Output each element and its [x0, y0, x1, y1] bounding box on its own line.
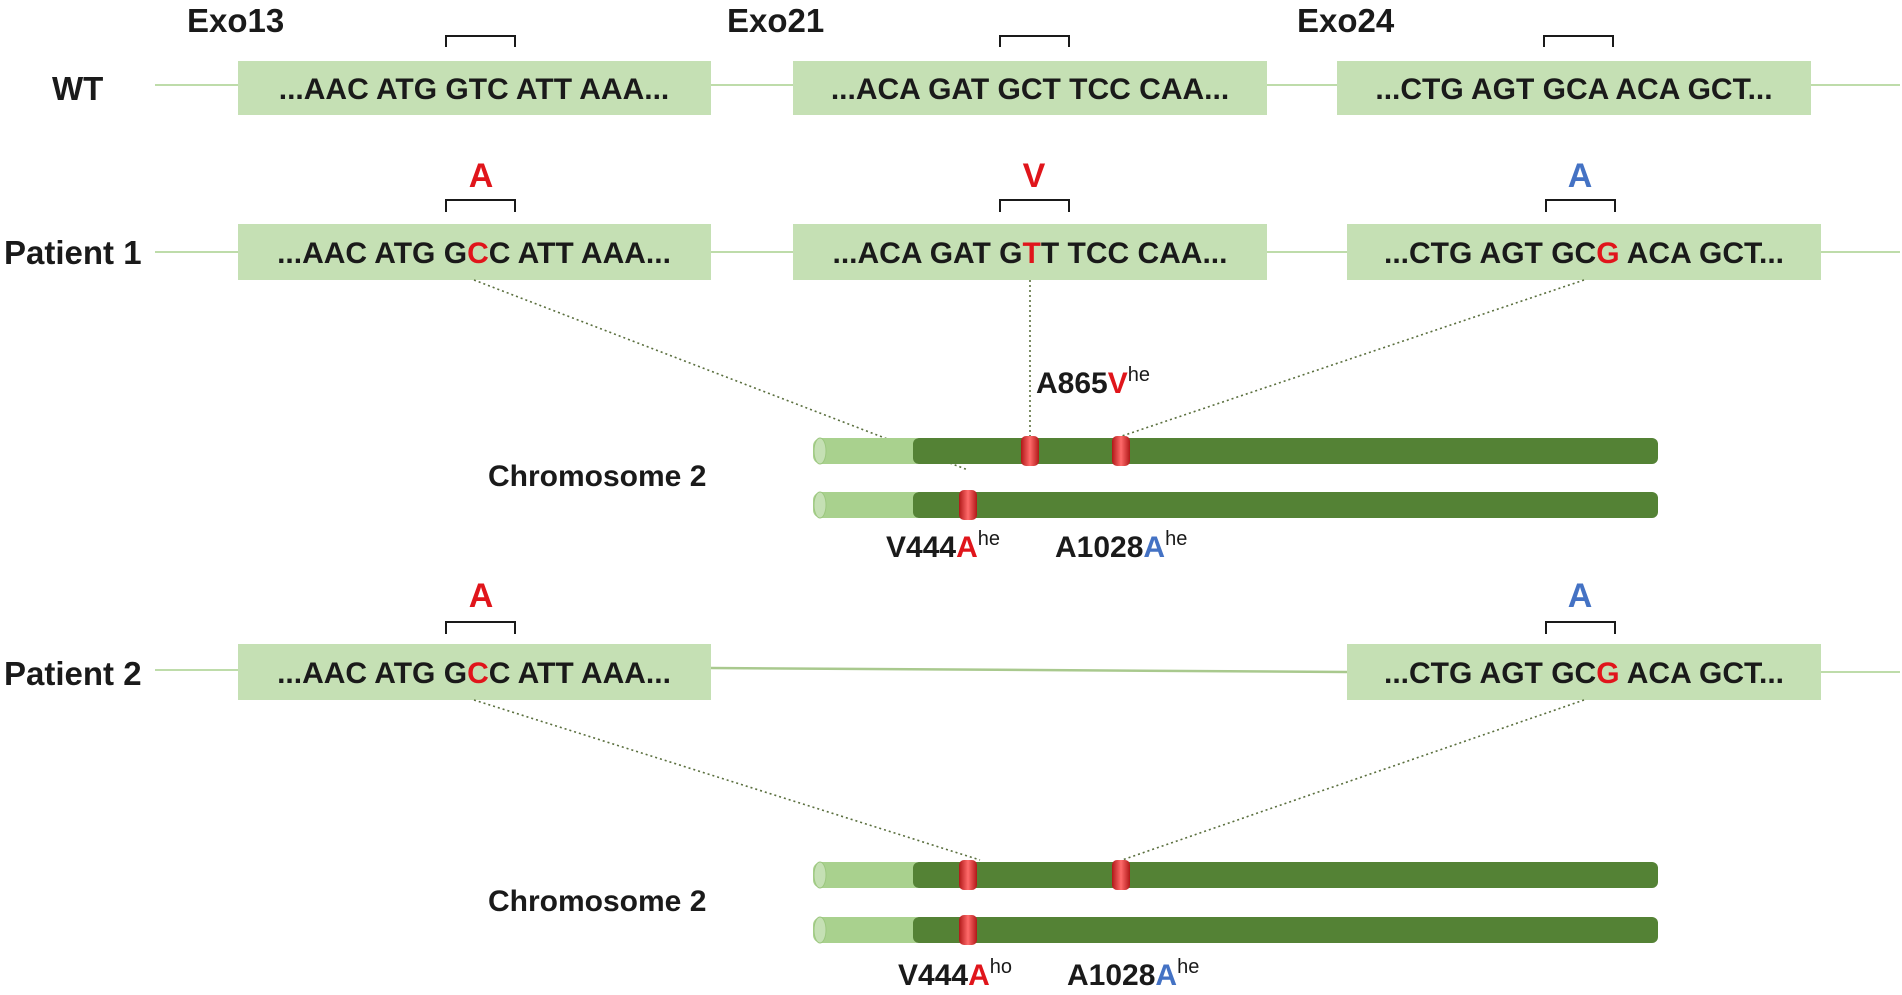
variant-base: A1028: [1067, 959, 1155, 992]
seq-pre: ...CTG AGT GC: [1384, 657, 1596, 690]
chromosome-segment-light: [813, 438, 923, 464]
exon-box-exo21: [793, 224, 1267, 280]
amino-acid-label: A: [469, 577, 494, 615]
deletion-line: [710, 666, 1348, 674]
zygosity: he: [1177, 956, 1199, 978]
exon-box-exo24: [1337, 61, 1811, 115]
seq-pre: ...AAC ATG G: [277, 657, 467, 690]
seq-post: ACA GCT...: [1620, 237, 1784, 270]
variant-base: V444: [898, 959, 968, 992]
mutated-base: T: [1023, 237, 1041, 270]
patient1-row: Patient 1 ...AAC ATG GCC ATT AAA... ...A…: [4, 157, 1900, 471]
chromosome-segment-light: [813, 862, 923, 888]
exon-label-exo24: Exo24: [1297, 2, 1395, 39]
wt-row: WT ...AAC ATG GTC ATT AAA... ...ACA GAT …: [52, 35, 1900, 115]
seq-pre: ...ACA GAT G: [833, 237, 1023, 270]
chromosome-end: [813, 491, 827, 519]
exon-label-exo13: Exo13: [187, 2, 284, 39]
variant-base: A865: [1036, 367, 1108, 400]
codon-bracket: [1545, 621, 1616, 634]
exon-box-exo21: [793, 61, 1267, 115]
variant-marker: [959, 860, 977, 890]
chromosome-segment-dark: [913, 492, 1658, 518]
variant-label-v444a: V444Aho: [898, 956, 1012, 992]
sequence-wt-exo21: ...ACA GAT GCT TCC CAA...: [831, 73, 1229, 106]
exon-box-exo13: [238, 644, 711, 700]
chromosome-end: [813, 437, 827, 465]
sequence-patient1-exo13: ...AAC ATG GCC ATT AAA...: [277, 237, 671, 270]
zygosity: he: [978, 528, 1000, 550]
seq-post: T TCC CAA...: [1041, 237, 1228, 270]
codon-bracket: [445, 621, 516, 634]
variant-label-v444a: V444Ahe: [886, 528, 1000, 564]
mutated-base: C: [467, 657, 489, 690]
zygosity: he: [1128, 364, 1150, 386]
variant-marker: [1112, 860, 1130, 890]
variant-label-a1028a: A1028Ahe: [1055, 528, 1187, 564]
seq-post: ACA GCT...: [1620, 657, 1784, 690]
mapping-line: [1121, 699, 1585, 861]
variant-aa: A: [956, 531, 978, 564]
sequence-patient1-exo24: ...CTG AGT GCG ACA GCT...: [1384, 237, 1784, 270]
amino-acid-label: A: [469, 157, 494, 195]
chromosome-segment-dark: [913, 862, 1658, 888]
chromosome-label: Chromosome 2: [488, 460, 706, 493]
codon-bracket: [1543, 35, 1614, 47]
variant-marker: [959, 490, 977, 520]
variant-marker: [1021, 436, 1039, 466]
chromosome-segment-light: [813, 492, 923, 518]
variant-aa: A: [968, 959, 990, 992]
variant-aa: A: [1155, 959, 1177, 992]
patient2-row: Patient 2 ...AAC ATG GCC ATT AAA... ...C…: [4, 577, 1900, 861]
amino-acid-label: A: [1568, 577, 1593, 615]
sequence-patient2-exo13: ...AAC ATG GCC ATT AAA...: [277, 657, 671, 690]
sequence-wt-exo24: ...CTG AGT GCA ACA GCT...: [1375, 73, 1772, 106]
zygosity: he: [1165, 528, 1187, 550]
codon-bracket: [1545, 199, 1616, 212]
codon-bracket: [445, 35, 516, 47]
variant-base: A1028: [1055, 531, 1143, 564]
chromosome-end: [813, 861, 827, 889]
variant-aa: A: [1143, 531, 1165, 564]
patient1-chromosome: Chromosome 2 A865Vhe V444Ahe A1028Ahe: [488, 364, 1658, 564]
mutated-base: C: [467, 237, 489, 270]
sequence-patient2-exo24: ...CTG AGT GCG ACA GCT...: [1384, 657, 1784, 690]
chromosome-segment-dark: [913, 438, 1658, 464]
codon-bracket: [999, 199, 1070, 212]
amino-acid-label: A: [1568, 157, 1593, 195]
chromosome-label: Chromosome 2: [488, 885, 706, 918]
variant-label-a865v: A865Vhe: [1036, 364, 1150, 400]
zygosity: ho: [990, 956, 1012, 978]
variant-base: V444: [886, 531, 956, 564]
row-label-wt: WT: [52, 70, 103, 107]
sequence-patient1-exo21: ...ACA GAT GTT TCC CAA...: [833, 237, 1228, 270]
amino-acid-label: V: [1023, 157, 1046, 195]
exon-label-exo21: Exo21: [727, 2, 824, 39]
mutated-base: G: [1596, 237, 1619, 270]
variant-aa: V: [1108, 367, 1128, 400]
chromosome-end: [813, 916, 827, 944]
codon-bracket: [999, 35, 1070, 47]
variant-marker: [959, 915, 977, 945]
mapping-line: [1121, 279, 1585, 437]
exon-box-exo13: [238, 224, 711, 280]
chromosome-segment-dark: [913, 917, 1658, 943]
row-label-patient1: Patient 1: [4, 234, 142, 271]
exon-box-exo24: [1347, 644, 1821, 700]
seq-post: C ATT AAA...: [489, 657, 671, 690]
mapping-line: [473, 699, 981, 861]
exon-box-exo24: [1347, 224, 1821, 280]
sequence-wt-exo13: ...AAC ATG GTC ATT AAA...: [279, 73, 670, 106]
seq-pre: ...AAC ATG G: [277, 237, 467, 270]
seq-post: C ATT AAA...: [489, 237, 671, 270]
mutated-base: G: [1596, 657, 1619, 690]
codon-bracket: [445, 199, 516, 212]
variant-label-a1028a: A1028Ahe: [1067, 956, 1199, 992]
patient2-chromosome: Chromosome 2 V444Aho A1028Ahe: [488, 860, 1658, 992]
chromosome-segment-light: [813, 917, 923, 943]
seq-pre: ...CTG AGT GC: [1384, 237, 1596, 270]
exon-box-exo13: [238, 61, 711, 115]
row-label-patient2: Patient 2: [4, 655, 142, 692]
variant-marker: [1112, 436, 1130, 466]
